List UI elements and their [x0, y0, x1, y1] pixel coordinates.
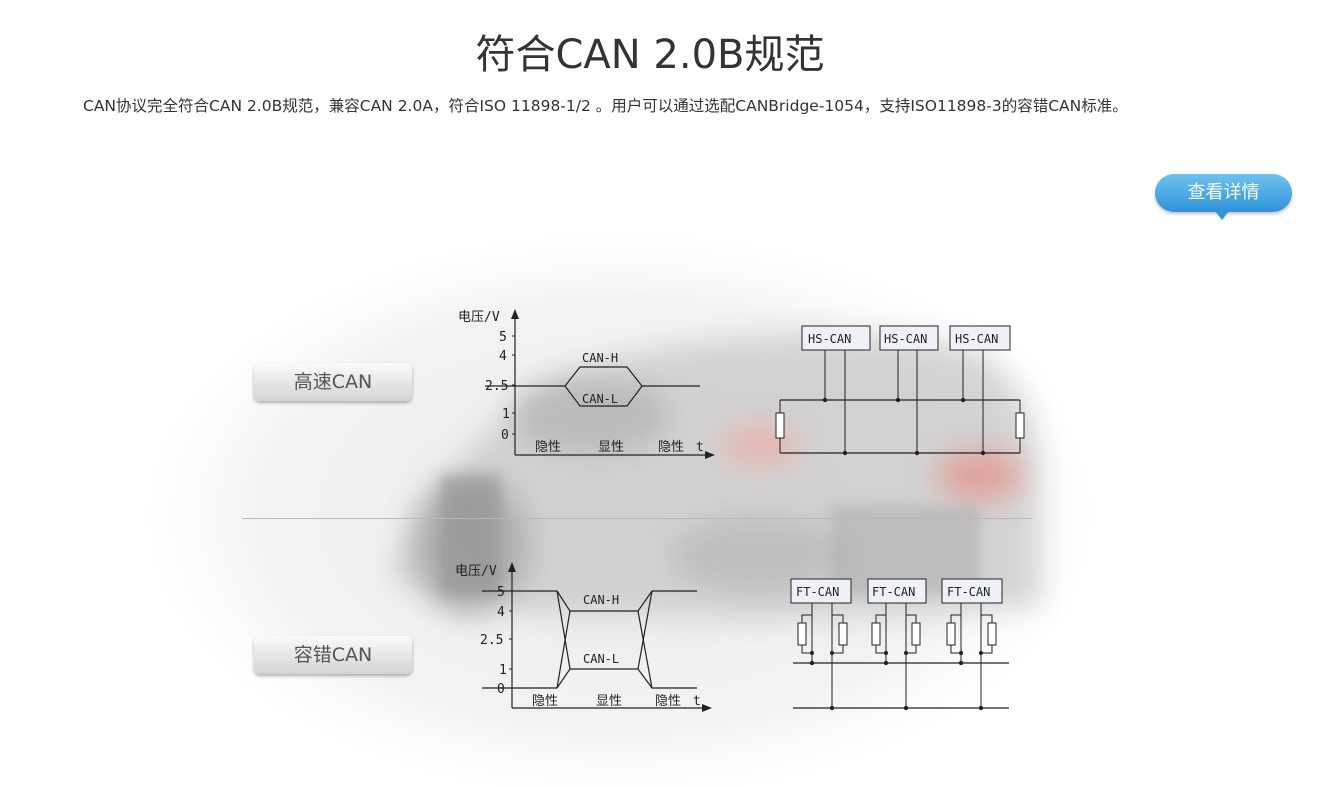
fault-tolerant-voltage-diagram: 电压/V 5 4 2.5 1 0 CAN-H CAN-L 隐性 显性 隐性 t — [455, 562, 712, 712]
fault-tolerant-bus-topology: FT-CAN FT-CAN FT-CAN — [790, 578, 1009, 711]
high-speed-can-label: 高速CAN — [254, 363, 412, 401]
ft-node-3: FT-CAN — [947, 585, 990, 599]
ft-state-recessive-2: 隐性 — [655, 694, 681, 709]
ft-tick-5: 5 — [497, 585, 505, 600]
ft-y-axis-label: 电压/V — [455, 564, 497, 579]
fault-tolerant-can-label: 容错CAN — [254, 636, 412, 674]
hs-state-recessive-2: 隐性 — [658, 440, 684, 455]
hs-y-axis-label: 电压/V — [458, 310, 500, 325]
view-details-button[interactable]: 查看详情 — [1155, 174, 1292, 220]
high-speed-voltage-diagram: 电压/V 5 4 2.5 1 0 CAN-H CAN-L 隐性 显性 隐性 t — [458, 309, 715, 459]
ft-state-dominant: 显性 — [596, 694, 622, 709]
hs-state-recessive-1: 隐性 — [535, 440, 561, 455]
ft-can-l-label: CAN-L — [583, 652, 619, 666]
hs-node-3: HS-CAN — [955, 332, 998, 346]
high-speed-bus-topology: HS-CAN HS-CAN HS-CAN — [775, 325, 1025, 456]
hs-tick-0: 0 — [501, 428, 509, 443]
hs-t-axis-label: t — [696, 440, 704, 455]
ft-tick-4: 4 — [497, 605, 505, 620]
hs-can-l-label: CAN-L — [582, 392, 618, 406]
hs-tick-1: 1 — [502, 407, 510, 422]
hs-node-1: HS-CAN — [808, 332, 851, 346]
hs-can-h-label: CAN-H — [582, 351, 618, 365]
ft-can-h-label: CAN-H — [583, 593, 619, 607]
section-divider — [242, 518, 1032, 519]
page-description: CAN协议完全符合CAN 2.0B规范，兼容CAN 2.0A，符合ISO 118… — [83, 97, 1128, 115]
hs-tick-5: 5 — [499, 330, 507, 345]
hs-state-dominant: 显性 — [598, 440, 624, 455]
ft-node-1: FT-CAN — [796, 585, 839, 599]
page-title: 符合CAN 2.0B规范 — [475, 32, 825, 78]
ft-state-recessive-1: 隐性 — [532, 694, 558, 709]
ft-tick-1: 1 — [499, 663, 507, 678]
ft-tick-2-5: 2.5 — [480, 633, 503, 648]
ft-t-axis-label: t — [693, 694, 701, 709]
hs-node-2: HS-CAN — [884, 332, 927, 346]
ft-tick-0: 0 — [497, 682, 505, 697]
ft-node-2: FT-CAN — [872, 585, 915, 599]
hs-tick-4: 4 — [499, 349, 507, 364]
